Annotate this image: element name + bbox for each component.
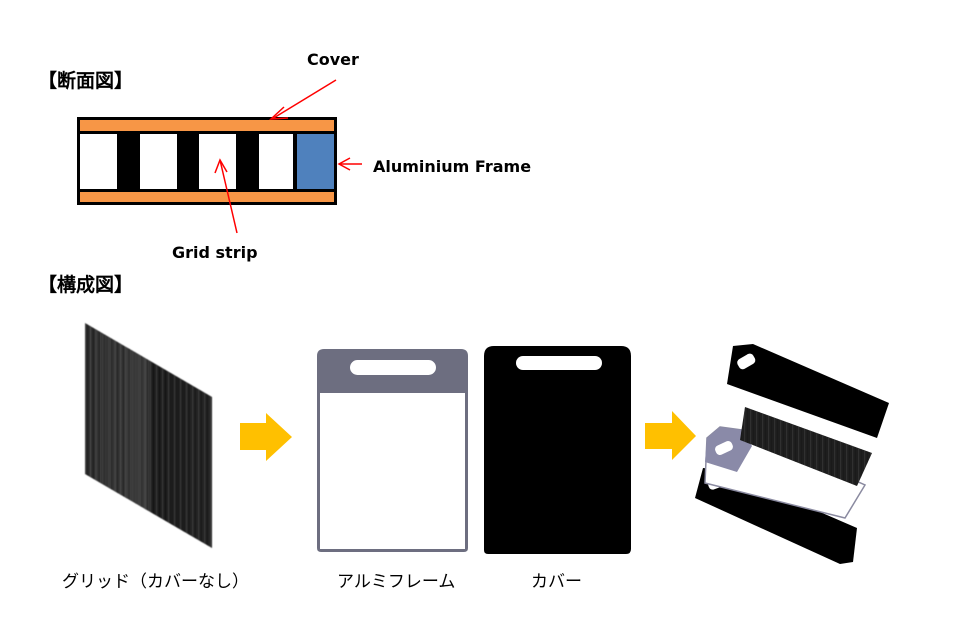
aluminium-frame-block xyxy=(297,134,334,189)
frame-pointer-arrow xyxy=(337,157,362,171)
grid-pointer-arrow xyxy=(214,158,238,234)
cover-caption: カバー xyxy=(531,572,582,592)
cell-1 xyxy=(80,134,117,189)
arrow-right-icon xyxy=(645,411,696,460)
cell-4 xyxy=(259,134,293,189)
cover-bottom xyxy=(80,192,334,202)
aluminium-frame-image xyxy=(317,349,468,552)
grid-strip-label: Grid strip xyxy=(172,243,258,262)
aluminium-frame-caption: アルミフレーム xyxy=(337,572,456,592)
cover-label: Cover xyxy=(307,50,359,69)
cover-top xyxy=(80,120,334,131)
configuration-title: 【構成図】 xyxy=(38,274,134,296)
exploded-assembly-image xyxy=(695,344,889,564)
cross-section-title: 【断面図】 xyxy=(38,70,134,92)
cell-2 xyxy=(140,134,177,189)
arrow-right-icon xyxy=(240,413,292,461)
aluminium-frame-label: Aluminium Frame xyxy=(373,157,532,176)
grid-caption: グリッド（カバーなし） xyxy=(62,572,249,592)
cross-section-diagram xyxy=(77,79,362,234)
cell-3 xyxy=(199,134,236,189)
grid-panel-image xyxy=(85,323,212,548)
cover-image xyxy=(484,346,631,554)
cover-pointer-arrow xyxy=(268,79,337,120)
